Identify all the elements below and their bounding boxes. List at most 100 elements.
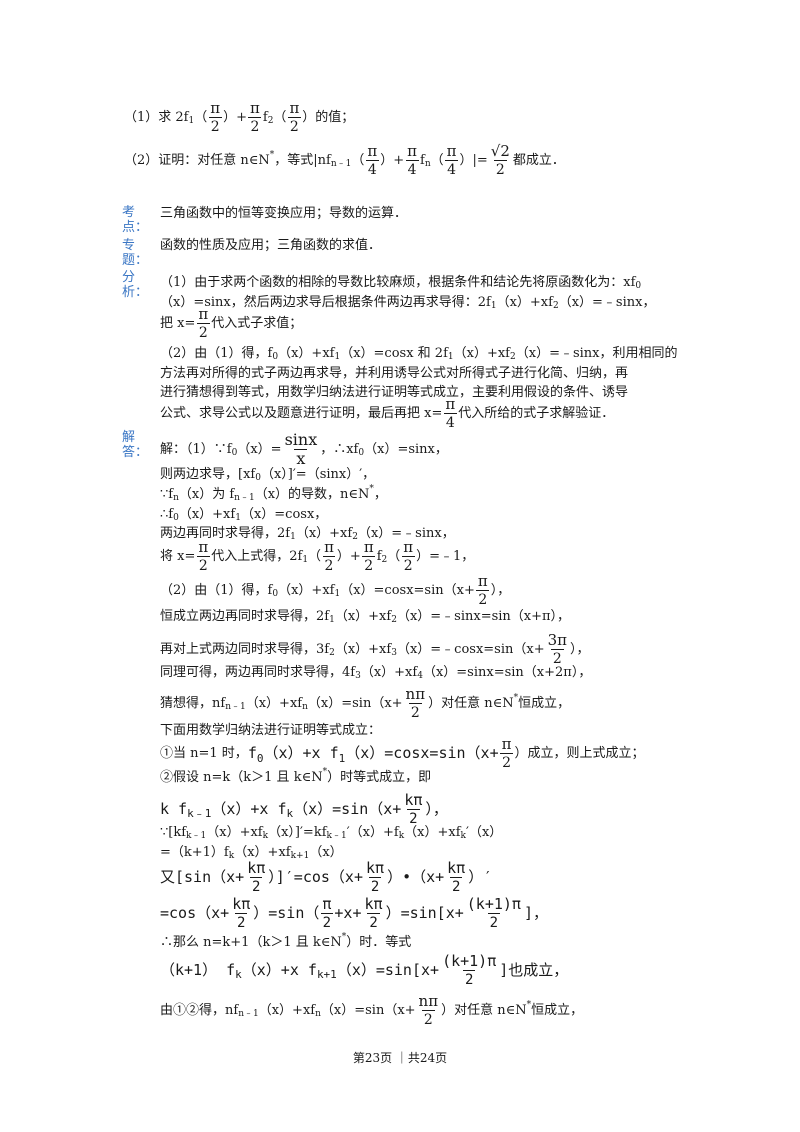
numerator: kπ <box>447 859 466 877</box>
numerator: kπ <box>404 791 423 809</box>
numerator: π <box>501 735 512 753</box>
numerator: π <box>446 142 457 160</box>
numerator: π <box>324 538 334 556</box>
superscript: * <box>341 932 347 942</box>
numerator: π <box>289 99 300 117</box>
subscript: k <box>460 831 467 841</box>
subscript: 1 <box>447 352 454 362</box>
text: 再对上式两边同时求导得，3f <box>160 642 330 657</box>
subscript: k <box>228 851 235 861</box>
subscript: k+1 <box>290 851 310 861</box>
text: （x）+xf <box>334 642 392 657</box>
subscript: 2 <box>329 648 335 658</box>
numerator: kπ <box>364 895 383 913</box>
text: （x）+xf <box>258 1003 316 1018</box>
numerator: π <box>445 395 456 413</box>
text: ′（x）+f <box>346 825 399 840</box>
subscript: n <box>424 159 431 169</box>
text: f <box>247 744 257 762</box>
subscript: k <box>262 831 269 841</box>
text: =（k+1）f <box>160 845 229 860</box>
math-expression: f0（x）+x f1（x）=cosx=sin（x+ <box>247 744 499 765</box>
denominator: 4 <box>405 160 419 178</box>
denominator: 2 <box>421 1010 435 1028</box>
subscript: 0 <box>272 352 279 362</box>
text: （x）=sin（x+ <box>307 696 403 711</box>
label-jieda: 解答： <box>122 430 149 460</box>
subscript: 3 <box>355 671 361 681</box>
text: （x）+x f <box>241 961 317 979</box>
numerator: π <box>477 572 488 590</box>
numerator: nπ <box>405 685 426 703</box>
text: （x）+xf <box>453 346 510 361</box>
subscript: 2 <box>267 116 274 126</box>
text: （x）+xf <box>334 609 392 624</box>
text: （x）+xf <box>360 665 418 680</box>
text: ）， <box>490 583 511 598</box>
denominator: 2 <box>401 556 415 574</box>
text: （x）=﹣sinx=sin（x+π）， <box>396 609 571 624</box>
text: ）， <box>570 642 590 657</box>
page-footer: 第23页 ｜共24页 <box>352 1051 448 1065</box>
text: （2）由（1）得，f <box>160 346 273 361</box>
subscript: 1 <box>290 532 296 542</box>
subscript: k﹣1 <box>187 807 212 820</box>
text: ， <box>373 487 387 502</box>
text: （x）=sinx，然后两边求导后根据条件两边再求导得：2f <box>160 295 491 310</box>
subscript: n﹣1 <box>238 1009 259 1019</box>
numerator: π <box>198 538 209 556</box>
denominator: x <box>294 449 308 468</box>
text: （2）由（1）得，f <box>160 583 273 598</box>
subscript: 1 <box>188 116 195 126</box>
text: 恒成立两边再同时求导得，2f <box>160 609 330 624</box>
text: ）时等式成立，即 <box>327 770 432 785</box>
text: 恒成立， <box>531 1003 584 1018</box>
sol-line-12: 下面用数学归纳法进行证明等式成立： <box>160 723 382 738</box>
text: （x）+xf <box>278 346 335 361</box>
denominator: 2 <box>368 877 382 895</box>
numerator: π <box>198 305 209 323</box>
text: ∴那么 n=k+1（k＞1 且 k∈N <box>160 935 342 950</box>
numerator: π <box>322 895 332 913</box>
text: （x）=sinx， <box>364 442 448 457</box>
text: （k+1） f <box>160 961 236 979</box>
denominator: 2 <box>196 323 210 341</box>
fenxi-line-5: 方法再对所得的式子两边再求导，并利用诱导公式对所得式子进行化简、归纳，再 <box>160 366 629 381</box>
denominator: 2 <box>367 913 380 931</box>
numerator: π <box>210 99 221 117</box>
text: 两边再同时求导得，2f <box>160 526 291 541</box>
denominator: 2 <box>362 556 376 574</box>
numerator: kπ <box>247 859 266 877</box>
text: ）=sin[x+ <box>385 904 464 922</box>
numerator: kπ <box>366 859 385 877</box>
subscript: k﹣1 <box>326 831 347 841</box>
text: （x）为 f <box>178 487 235 502</box>
denominator: 4 <box>443 413 457 431</box>
numerator: 3π <box>547 631 567 649</box>
superscript: * <box>526 1000 532 1010</box>
text: （x）+xf <box>206 825 263 840</box>
text: ）对任意 n∈N <box>428 696 514 711</box>
question-text: （1）求 2f <box>124 110 189 125</box>
